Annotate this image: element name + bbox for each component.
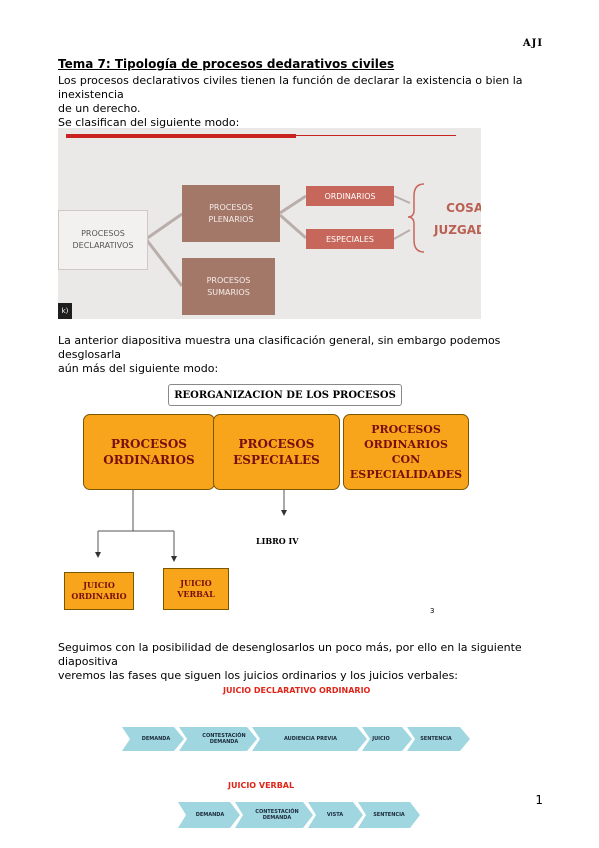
verbal-demanda-chevron [178, 802, 240, 828]
verbal-demanda-label: DEMANDA [195, 812, 225, 818]
verbal-vista-label: VISTA [326, 812, 344, 818]
slide2-connectors [95, 488, 287, 562]
juicio-ordinario-process [122, 727, 470, 751]
juicio-verbal-title: JUICIO VERBAL [228, 781, 295, 790]
step-juicio-label: JUICIO [372, 736, 390, 742]
box-especiales: ESPECIALES [306, 229, 394, 249]
label-libro-iv: LIBRO IV [256, 536, 299, 546]
box-ordinarios-con-especialidades: PROCESOS ORDINARIOS CON ESPECIALIDADES [343, 414, 469, 490]
step-demanda-label: DEMANDA [141, 736, 171, 742]
slide-accent-bar [66, 134, 296, 138]
verbal-sentencia-label: SENTENCIA [373, 812, 405, 818]
step-sentencia-label: SENTENCIA [420, 736, 452, 742]
verbal-sentencia-chevron [358, 802, 420, 828]
label-cosa-juzgada: COSAJUZGADA [434, 201, 481, 237]
step-contestacion-chevron [179, 727, 257, 751]
slide-page-number: 3 [430, 607, 435, 615]
step-contestacion-label: CONTESTACIÓN DEMANDA [202, 733, 246, 745]
page-title: Tema 7: Tipología de procesos dedarativo… [58, 57, 395, 71]
slide1-connectors [144, 183, 425, 287]
slide-accent-line [296, 135, 456, 136]
juicio-verbal-process [178, 802, 420, 828]
third-paragraph: Seguimos con la posibilidad de desenglos… [58, 641, 522, 682]
intro-paragraph: Los procesos declarativos civiles tienen… [58, 74, 523, 129]
verbal-contestacion-chevron [235, 802, 313, 828]
step-audiencia-chevron [252, 727, 367, 751]
verbal-vista-chevron [308, 802, 363, 828]
slide2-heading: REORGANIZACION DE LOS PROCESOS [168, 384, 402, 406]
step-audiencia-label: AUDIENCIA PREVIA [283, 736, 338, 742]
slide-corner-marker: k) [58, 303, 72, 319]
juicio-ordinario-title: JUICIO DECLARATIVO ORDINARIO [223, 686, 371, 695]
page-number: 1 [535, 793, 543, 807]
step-juicio-chevron [362, 727, 412, 751]
second-paragraph: La anterior diapositiva muestra una clas… [58, 334, 501, 375]
verbal-contestacion-label: CONTESTACIÓN DEMANDA [255, 809, 299, 821]
header-initials: AJI [522, 38, 543, 49]
box-ordinarios: ORDINARIOS [306, 186, 394, 206]
step-demanda-chevron [122, 727, 184, 751]
step-sentencia-chevron [407, 727, 470, 751]
